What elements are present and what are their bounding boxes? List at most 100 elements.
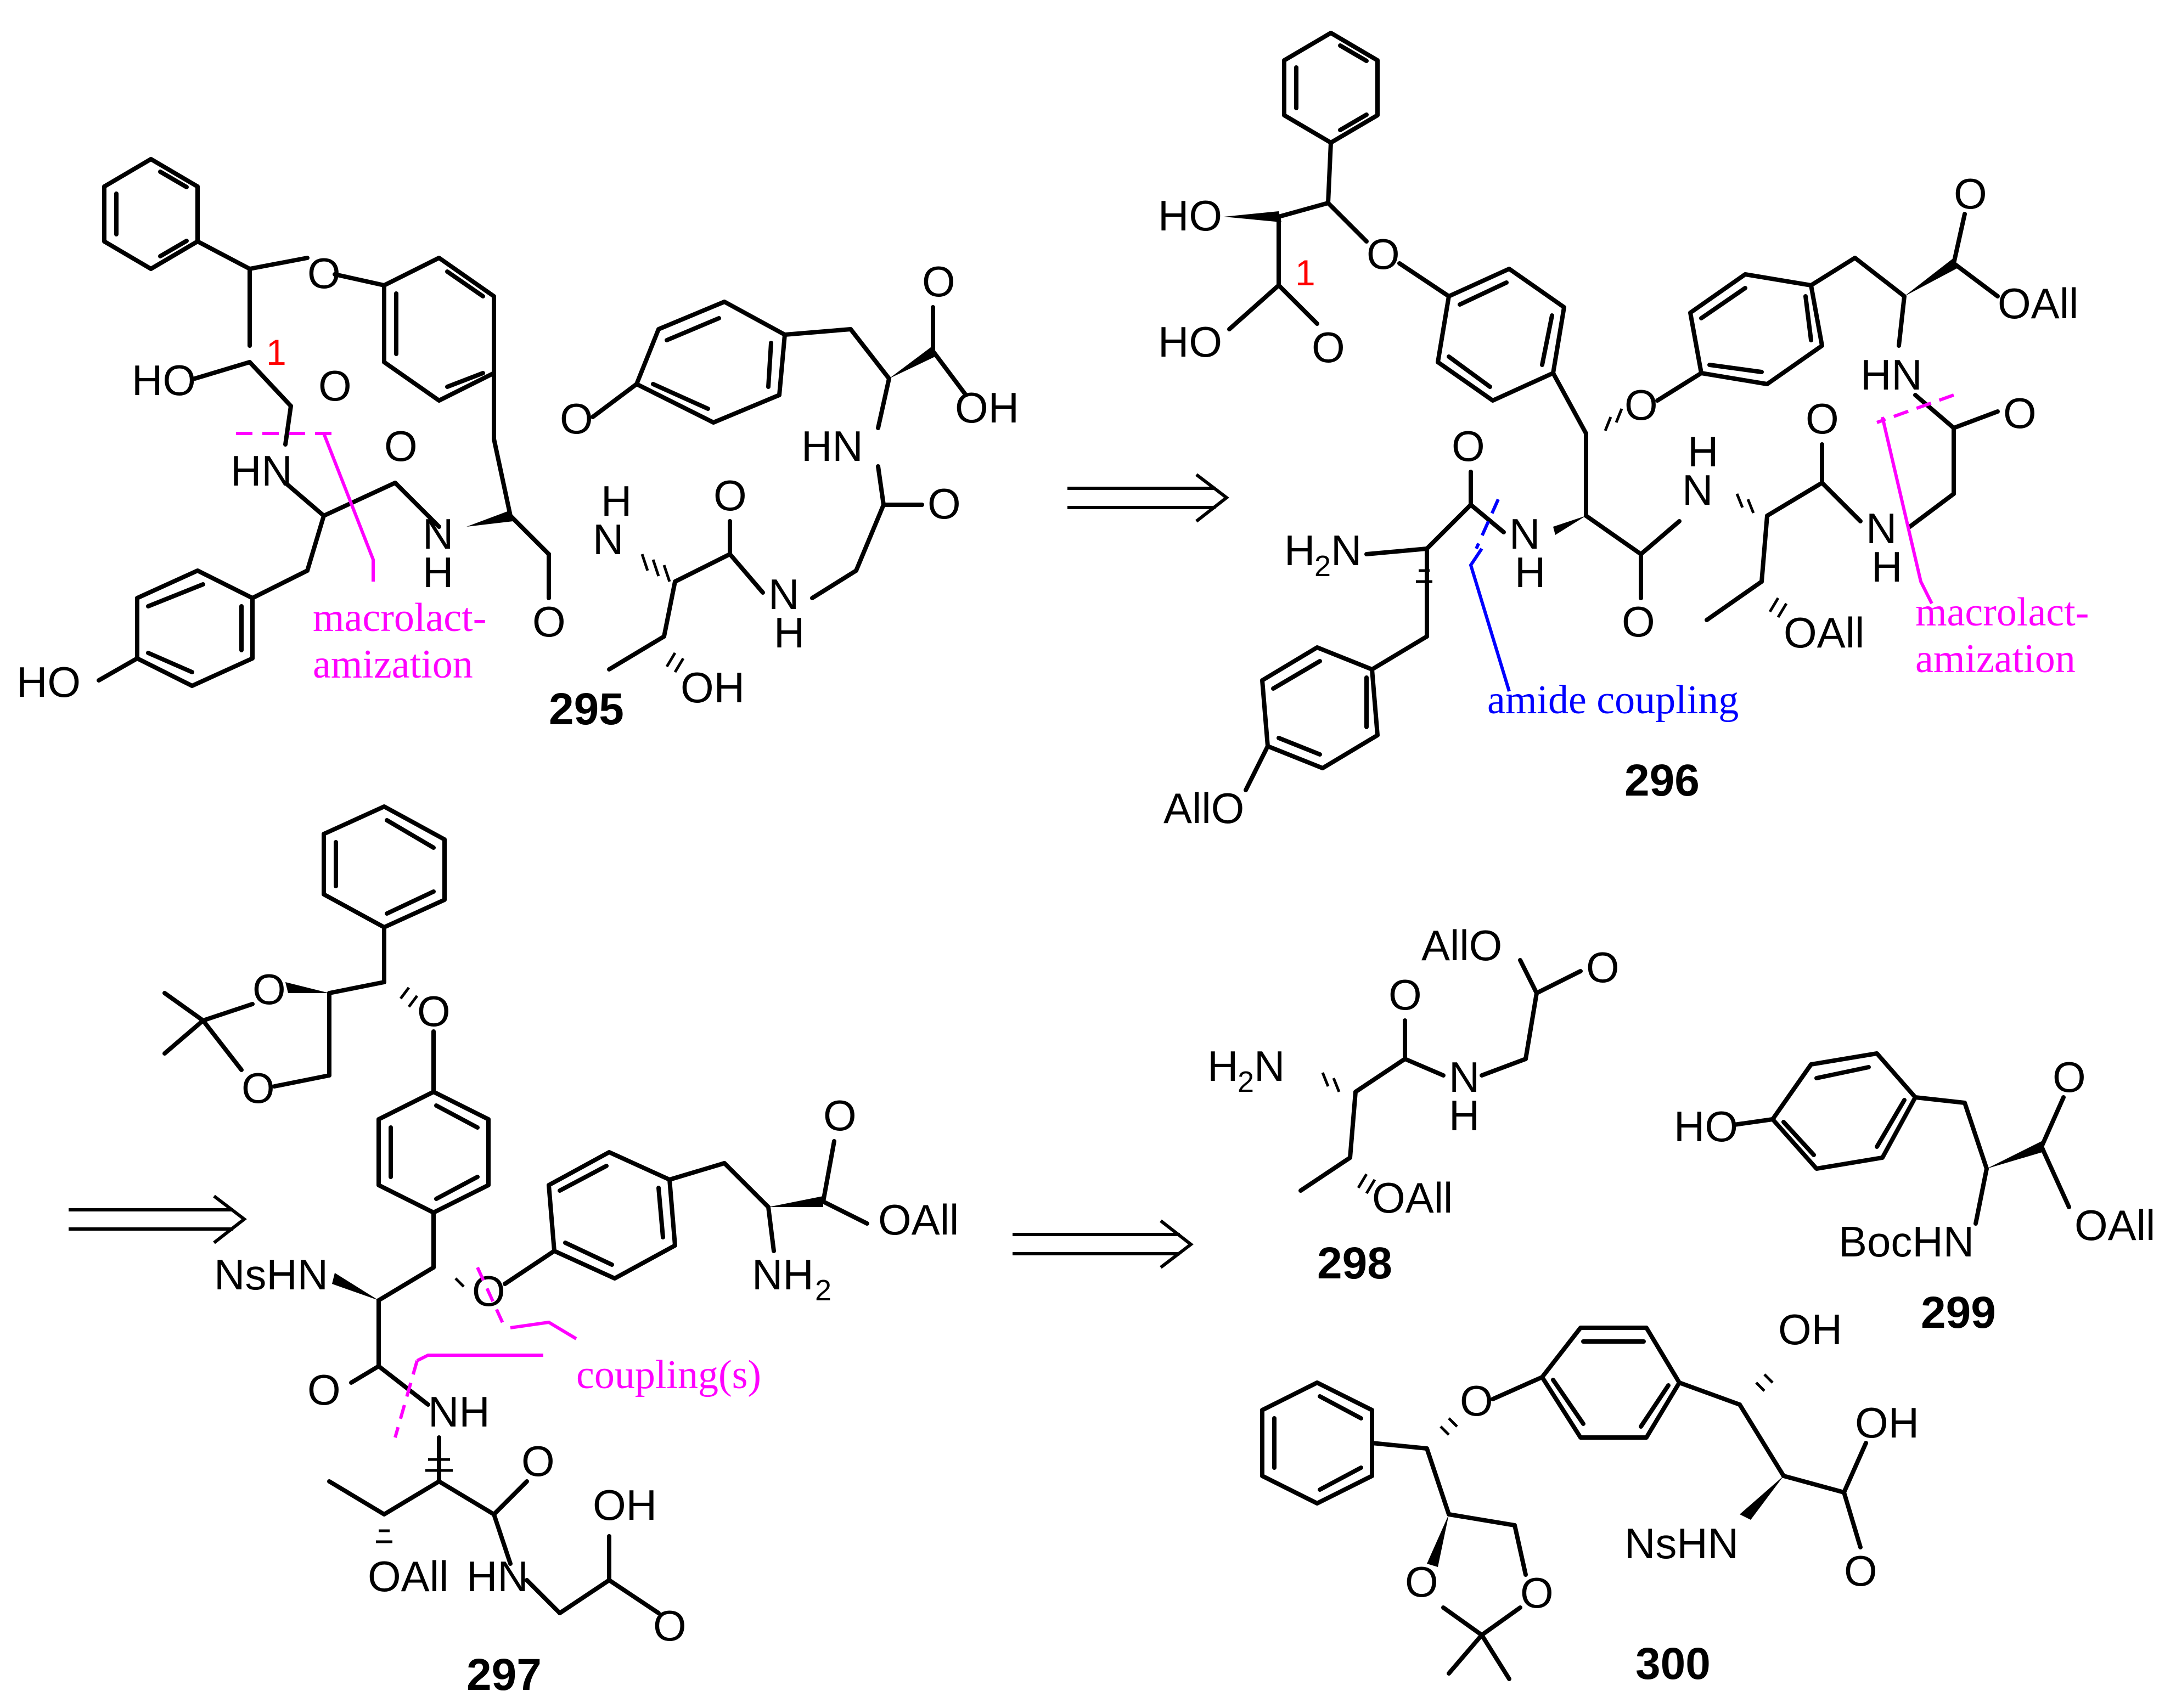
acid-oxygen-label: O <box>922 257 955 306</box>
ring-oxygen-label: O <box>252 965 286 1013</box>
amine-h-label: H <box>1284 526 1315 574</box>
phenyl-ring <box>1282 31 1380 145</box>
macrolactamization-disconnection <box>236 432 375 582</box>
ether-oxygen-label: O <box>1460 1377 1493 1425</box>
hydroxyl-label: OH <box>1778 1305 1842 1354</box>
amide-h-label: H <box>1515 548 1545 596</box>
compound-number: 300 <box>1635 1639 1711 1689</box>
aryl-ring <box>547 1150 677 1281</box>
boc-amine-label: BocHN <box>1838 1217 1974 1266</box>
amide-n-label: N <box>593 515 623 563</box>
retro-arrow <box>1067 473 1229 523</box>
ester-oall-label: OAll <box>1998 279 2078 328</box>
phenyl-ring <box>102 157 200 271</box>
acid-hydroxyl-label: OH <box>955 384 1019 432</box>
hydroxyl-label: HO <box>1158 191 1222 240</box>
carbonyl-oxygen-label: O <box>384 422 418 470</box>
amide-h-label: H <box>774 608 805 657</box>
ether-oxygen-label: O <box>1624 381 1658 429</box>
ester-oxygen-label: O <box>1954 170 1987 218</box>
ester-oall-label: OAll <box>2074 1201 2155 1249</box>
compound-296: HO 1 HO O O O O <box>1158 31 2089 832</box>
annotation-amide-coupling: amide coupling <box>1487 678 1739 723</box>
compound-297: O O O NsHN O NH OAll O <box>162 804 959 1700</box>
amine-subscript-label: 2 <box>1314 550 1331 583</box>
carbonyl-oxygen-label: O <box>307 1366 341 1414</box>
compound-number: 299 <box>1921 1288 1996 1338</box>
amine-h-label: H <box>1207 1042 1238 1090</box>
carbonyl-oxygen-label: O <box>532 597 566 646</box>
aryl-ring <box>634 300 787 425</box>
ester-oxygen-label: O <box>1586 943 1620 991</box>
acid-hydroxyl-label: OH <box>593 1481 657 1529</box>
amide-nh-label: HN <box>466 1552 528 1600</box>
ring-oxygen-label: O <box>1405 1558 1438 1606</box>
amide-nh-label: HN <box>230 447 293 495</box>
aryl-ring <box>1436 267 1566 403</box>
threonine-hydroxyl-label: OH <box>681 663 745 712</box>
compound-295: O HO 1 O HN O N H O <box>16 157 1019 734</box>
aryl-ring <box>1688 272 1824 386</box>
amide-n-label: N <box>768 570 799 618</box>
carbonyl-oxygen-label: O <box>521 1437 555 1485</box>
ring-oxygen-label: O <box>1520 1569 1554 1617</box>
amine-n-label: N <box>1331 526 1362 574</box>
compound-298: AllO O N H O H 2 N OAll 298 <box>1207 921 1620 1288</box>
amide-h-label: H <box>423 548 453 596</box>
amine-subscript-label: 2 <box>815 1274 831 1307</box>
retro-arrow <box>69 1194 247 1244</box>
amide-nh-label: HN <box>801 422 863 470</box>
allyl-ether-label: AllO <box>1163 784 1244 832</box>
carbonyl-oxygen-label: O <box>2003 389 2037 437</box>
amide-h-label: H <box>601 477 632 525</box>
amide-n-label: N <box>1866 504 1897 553</box>
retro-arrow <box>1013 1219 1194 1269</box>
amine-label: NH <box>752 1250 814 1299</box>
hydroxyphenyl-ring <box>135 568 255 688</box>
carbonyl-oxygen-label: O <box>1452 422 1485 470</box>
amide-nh-label: NH <box>428 1388 490 1436</box>
stereocenter-label-1: 1 <box>1295 252 1315 293</box>
amine-subscript-label: 2 <box>1238 1066 1254 1098</box>
ether-oxygen-label: O <box>560 394 593 443</box>
aryl-ring <box>1540 1326 1682 1440</box>
carbonyl-oxygen-label: O <box>1622 597 1655 646</box>
acid-oxygen-label: O <box>1312 323 1345 371</box>
carbonyl-oxygen-label: O <box>1806 394 1839 443</box>
stereocenter-label-1: 1 <box>266 332 286 373</box>
acid-oxygen-label: O <box>1844 1547 1877 1595</box>
aryl-ring <box>382 256 496 403</box>
annotation-macrolactamization: macrolact- <box>313 595 486 640</box>
nosyl-amine-label: NsHN <box>1624 1519 1739 1568</box>
threonine-oall-label: OAll <box>368 1552 448 1600</box>
phenyl-ring <box>1260 1380 1374 1506</box>
phenol-hydroxyl-label: HO <box>1674 1102 1738 1151</box>
ester-oall-label: OAll <box>878 1196 959 1244</box>
ester-oxygen-label: O <box>823 1091 857 1140</box>
carbonyl-oxygen-label: O <box>318 362 352 410</box>
amine-n-label: N <box>1254 1042 1285 1090</box>
threonine-oall-label: OAll <box>1372 1174 1453 1222</box>
phenol-hydroxyl-label: HO <box>16 658 81 706</box>
compound-number: 298 <box>1317 1238 1392 1288</box>
acid-hydroxyl-label: HO <box>1158 318 1222 366</box>
hydroxyphenyl-ring <box>1770 1051 1918 1171</box>
compound-number: 295 <box>549 684 624 734</box>
annotation-couplings: coupling(s) <box>576 1352 761 1397</box>
amide-h-label: H <box>1449 1091 1480 1140</box>
compound-299: HO O OAll BocHN 299 <box>1674 1051 2155 1338</box>
amide-n-label: N <box>423 510 453 558</box>
amide-n-label: N <box>1509 510 1540 558</box>
annotation-macrolactamization: amization <box>1915 636 2076 681</box>
threonine-oall-label: OAll <box>1784 608 1864 657</box>
amide-nh-label: HN <box>1860 351 1922 399</box>
allyloxyphenyl-ring <box>1260 645 1380 770</box>
annotation-macrolactamization: macrolact- <box>1915 590 2089 635</box>
amide-n-label: N <box>1449 1053 1480 1101</box>
nosyl-amine-label: NsHN <box>214 1250 328 1299</box>
carbonyl-oxygen-label: O <box>927 480 961 528</box>
allyl-ester-label: AllO <box>1421 921 1502 969</box>
ether-oxygen-label: O <box>417 987 451 1035</box>
compound-number: 297 <box>466 1650 542 1700</box>
